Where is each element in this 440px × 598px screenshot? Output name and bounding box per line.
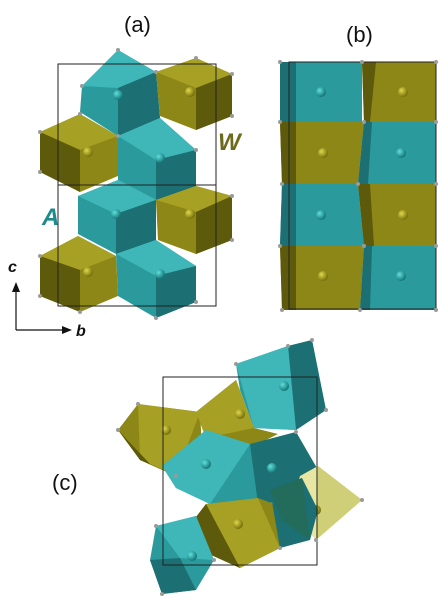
panel-b-row-2 [280, 122, 436, 184]
teal-atom [113, 90, 123, 100]
olive-atom [83, 147, 93, 157]
panel-b-row-4 [280, 246, 436, 310]
panel-c-teal-center [162, 430, 318, 504]
panel-a: (a) [38, 12, 243, 320]
panel-c-vertices [116, 338, 364, 596]
olive-atom [185, 209, 195, 219]
panel-a-teal-octahedron-bottom [116, 240, 196, 318]
panel-a-olive-octahedron-mid-left [40, 114, 118, 192]
teal-atom [155, 153, 165, 163]
panel-b-row-1 [280, 62, 436, 122]
axis-label-b: b [76, 323, 86, 340]
site-label-w: W [218, 129, 243, 156]
panel-a-olive-octahedron-mid-right [156, 186, 232, 254]
panel-c-teal-lower-right [270, 478, 318, 548]
panel-c-teal-bottom-left [150, 516, 214, 594]
panel-a-teal-octahedron-top [80, 50, 160, 136]
panel-a-teal-octahedron-low [78, 180, 156, 254]
axis-label-c: c [8, 259, 17, 276]
panel-a-label: (a) [124, 12, 151, 37]
panel-b-row-3 [280, 184, 436, 246]
panel-c-olive-upper-middle [196, 380, 278, 448]
axis-indicator: c b [8, 259, 86, 340]
site-label-a: A [41, 204, 59, 231]
b-axis-arrow-icon [62, 326, 72, 334]
teal-atom [111, 209, 121, 219]
teal-atom [155, 269, 165, 279]
olive-atom [185, 87, 195, 97]
panel-a-olive-octahedron-top-right [156, 58, 232, 130]
panel-b: (b) [278, 22, 438, 312]
c-axis-arrow-icon [12, 282, 20, 292]
panel-a-teal-octahedron-mid [118, 118, 196, 200]
panel-a-olive-octahedron-bottom-left [40, 236, 118, 312]
panel-c: (c) [52, 338, 364, 596]
panel-b-label: (b) [346, 22, 373, 47]
panel-c-unit-cell [162, 376, 318, 566]
panel-c-label: (c) [52, 470, 78, 495]
panel-a-vertices [38, 48, 234, 320]
panel-b-vertices [278, 60, 438, 312]
panel-c-olive-lower-middle [186, 498, 296, 568]
olive-atom [83, 267, 93, 277]
